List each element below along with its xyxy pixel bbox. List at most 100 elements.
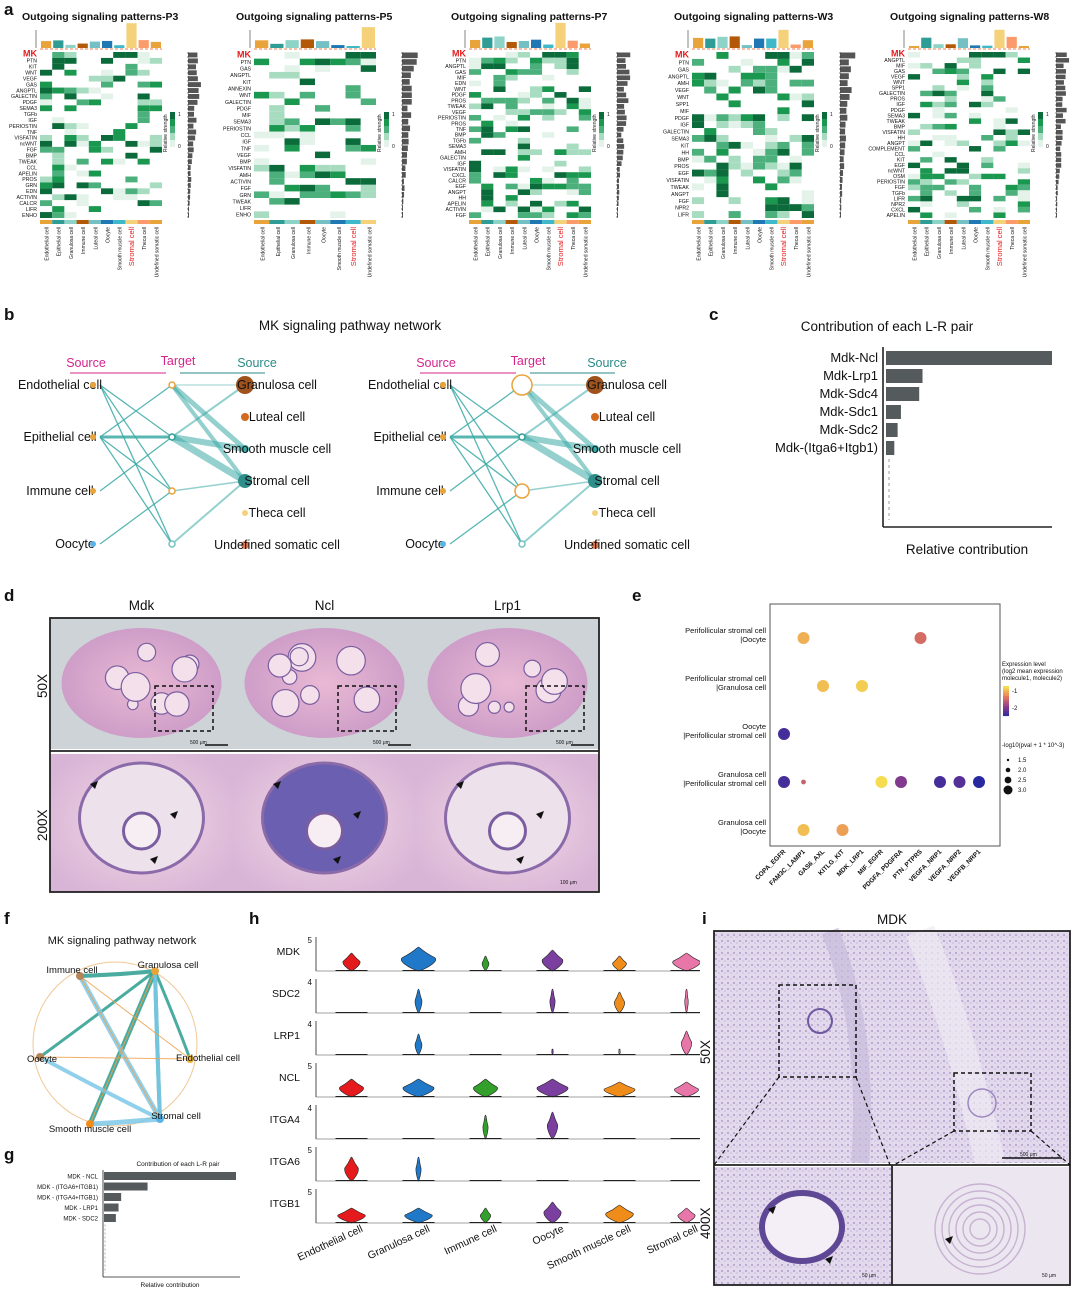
heatmap-cell <box>360 164 376 172</box>
lr-bar <box>886 351 1052 365</box>
heatmap-cell <box>269 178 285 185</box>
heatmap-cell <box>956 173 969 180</box>
right-bar <box>840 211 841 218</box>
heatmap-cell <box>789 128 802 135</box>
heatmap-cell <box>981 107 994 113</box>
heatmap-cell <box>969 168 982 174</box>
heatmap-col-label: Undefined somatic cell <box>154 227 160 277</box>
heatmap-cell <box>149 170 162 177</box>
heatmap-cell <box>1017 135 1030 141</box>
heatmap-cell <box>137 75 150 82</box>
heatmap-cell <box>315 125 331 132</box>
legend-swatch <box>822 136 827 140</box>
heatmap-row-label: WNT <box>893 80 906 86</box>
heatmap-cell <box>728 135 741 142</box>
heatmap-cell <box>76 111 89 118</box>
heatmap-cell <box>1017 146 1030 152</box>
heatmap-cell <box>753 162 766 170</box>
right-bar <box>617 75 631 81</box>
legend-swatch <box>1003 693 1009 697</box>
col-color <box>125 220 138 224</box>
heatmap-cell <box>789 121 802 129</box>
heatmap-cell <box>125 135 138 141</box>
heatmap-row-label: EDN <box>455 81 466 87</box>
heatmap-cell <box>125 129 138 135</box>
heatmap-cell <box>345 58 361 66</box>
heatmap-cell <box>1005 157 1018 163</box>
heatmap-5: Outgoing signaling patterns-W8MKANGPTLMI… <box>868 11 1070 277</box>
heatmap-cell <box>101 164 114 171</box>
heatmap-cell <box>517 200 530 207</box>
heatmap-cell <box>269 144 285 152</box>
heatmap-cell <box>692 128 705 135</box>
top-bar <box>766 38 777 48</box>
heatmap-cell <box>789 197 802 205</box>
right-bar <box>188 200 190 206</box>
scale-50x: 500 μm <box>1020 1152 1037 1158</box>
heatmap-cell <box>932 107 945 113</box>
heatmap-cell <box>330 71 346 79</box>
heatmap-col-label: Oocyte <box>758 227 764 243</box>
heatmap-cell <box>1017 96 1030 102</box>
dotplot-legend: Expression level(log2 mean expressionmol… <box>1002 662 1064 795</box>
legend-swatch <box>170 119 175 123</box>
network-edge <box>449 490 523 545</box>
heatmap-cell <box>753 148 766 156</box>
top-bar <box>346 45 360 48</box>
heatmap-cell <box>908 140 921 147</box>
heatmap-cell <box>505 177 518 184</box>
legend-swatch <box>384 122 389 126</box>
heatmap-cell <box>908 168 921 174</box>
top-bar <box>270 43 284 48</box>
heatmap-row-label: PERIOSTIN <box>223 126 251 132</box>
heatmap-cell <box>993 190 1006 196</box>
heatmap-cell <box>993 206 1006 213</box>
heatmap-cell <box>345 78 361 86</box>
heatmap-cell <box>101 87 114 94</box>
left-node-label: Epithelial cell <box>24 430 97 444</box>
heatmap-cell <box>542 132 555 138</box>
left-node <box>90 382 96 388</box>
violin <box>344 1156 359 1182</box>
top-bar <box>285 40 299 48</box>
heatmap-cell <box>578 189 591 196</box>
heatmap-cell <box>469 109 482 115</box>
heatmap-cell <box>993 151 1006 158</box>
col-color <box>345 220 361 224</box>
heatmap-cell <box>76 117 89 124</box>
heatmap-cell <box>469 143 482 150</box>
heatmap-cell <box>299 184 315 192</box>
heatmap-cell <box>704 58 717 66</box>
g-chart-title: Contribution of each L-R pair <box>136 1161 220 1168</box>
heatmap-cell <box>956 123 969 130</box>
right-node-label: Granulosa cell <box>587 378 667 392</box>
heatmap-cell <box>578 109 591 115</box>
heatmap-cell <box>505 120 518 127</box>
heatmap-col-label: Granulosa cell <box>721 227 727 259</box>
heatmap-cell <box>284 65 300 72</box>
heatmap-cell <box>578 212 591 218</box>
top-bar <box>331 45 345 48</box>
heatmap-cell <box>330 85 346 92</box>
heatmap-cell <box>993 179 1006 185</box>
heatmap-cell <box>777 121 790 129</box>
heatmap-cell <box>64 123 77 130</box>
heatmap-cell <box>101 117 114 124</box>
heatmap-cell <box>956 112 969 119</box>
heatmap-cell <box>330 211 346 218</box>
heatmap-cell <box>542 200 555 207</box>
heatmap-cell <box>981 212 994 218</box>
heatmap-cell <box>493 212 506 218</box>
right-node-label: Theca cell <box>599 506 656 520</box>
heatmap-cell <box>753 79 766 87</box>
heatmap-cell <box>789 93 802 101</box>
top-bar <box>994 29 1005 48</box>
heatmap-row-label: ANGPT <box>671 192 690 198</box>
heatmap-cell <box>908 96 921 102</box>
heatmap-cell <box>981 135 994 141</box>
heatmap-cell <box>1005 184 1018 191</box>
dotplot-point <box>778 776 790 788</box>
heatmap-cell <box>1005 107 1018 113</box>
heatmap-cell <box>76 176 89 183</box>
